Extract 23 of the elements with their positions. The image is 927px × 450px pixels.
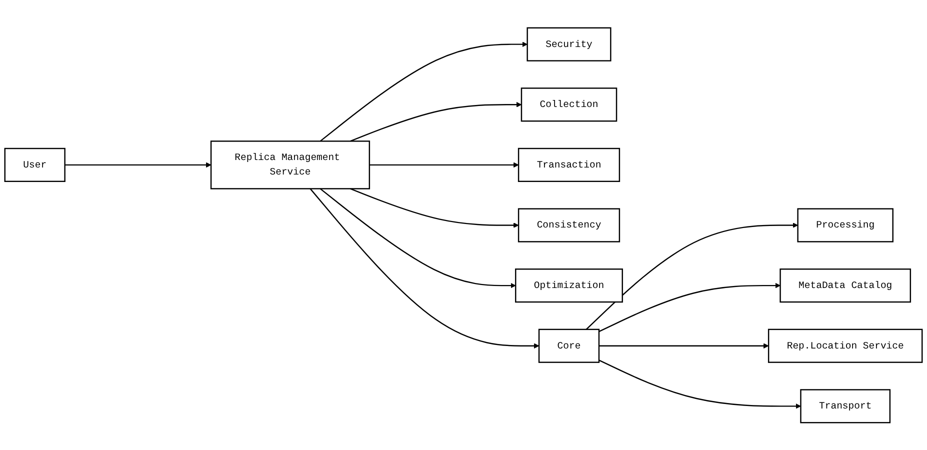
node-box: Security (526, 27, 612, 62)
node-box: Core (538, 328, 600, 363)
node-box: Replica Management Service (210, 140, 370, 190)
arrow (320, 41, 528, 142)
arrow (586, 222, 798, 330)
node-box: Collection (520, 87, 618, 122)
arrow (350, 188, 519, 228)
arrow (310, 188, 540, 348)
arrow (320, 188, 516, 288)
arrow (369, 162, 519, 168)
node-box: Rep.Location Service (768, 328, 923, 363)
arrow (64, 162, 212, 168)
arrow (598, 342, 769, 348)
node-box: Transport (800, 388, 891, 423)
node-box: MetaData Catalog (780, 268, 912, 302)
arrow (598, 359, 801, 409)
arrow (350, 102, 522, 142)
node-box: Consistency (518, 208, 620, 242)
arrow (598, 282, 781, 332)
node-box: Transaction (518, 148, 620, 182)
node-box: Optimization (515, 268, 623, 302)
node-box: Processing (797, 208, 894, 242)
node-box: User (4, 148, 66, 182)
